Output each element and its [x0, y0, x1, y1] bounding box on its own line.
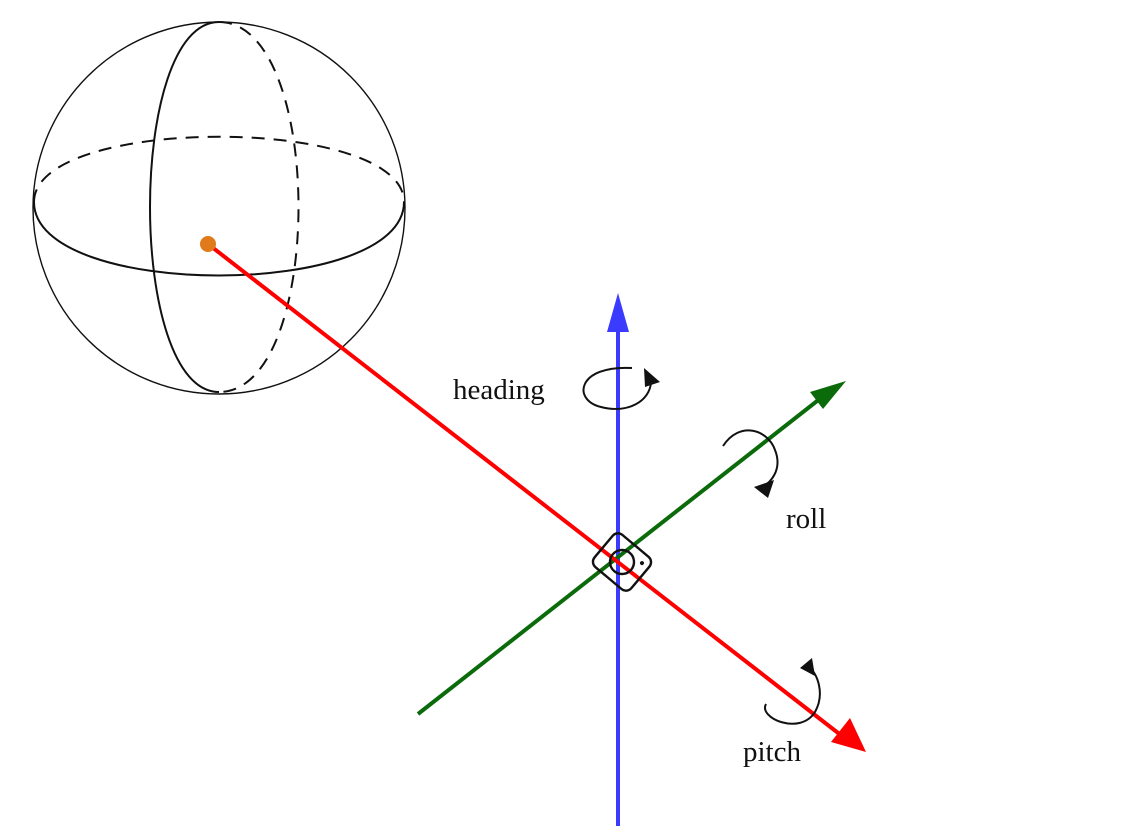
- roll-rotation-arrow-icon: [722, 429, 779, 498]
- equator-back: [33, 135, 405, 203]
- equator-front: [33, 201, 405, 277]
- target-point: [200, 236, 216, 252]
- meridian-front: [149, 21, 220, 393]
- pitch-axis-line: [206, 242, 844, 738]
- roll-axis-arrowhead: [810, 381, 846, 409]
- pitch-rotation-arrow-icon: [764, 658, 821, 725]
- meridian-back: [218, 21, 300, 393]
- pitch-axis: [206, 242, 866, 752]
- heading-rotation-arrow-icon: [582, 366, 660, 410]
- heading-label: heading: [453, 374, 545, 406]
- camera-icon: [591, 532, 653, 592]
- roll-label: roll: [786, 503, 826, 535]
- pitch-label: pitch: [743, 736, 801, 768]
- pitch-axis-arrowhead: [831, 718, 866, 752]
- sphere-outline: [32, 21, 406, 395]
- sphere: [32, 21, 406, 395]
- roll-axis-line: [416, 392, 828, 716]
- roll-axis: [416, 381, 846, 716]
- heading-axis-arrowhead: [607, 293, 629, 332]
